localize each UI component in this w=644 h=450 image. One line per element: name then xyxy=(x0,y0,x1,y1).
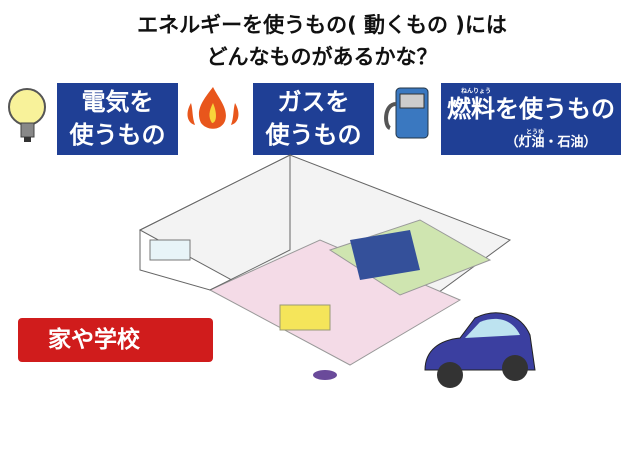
category-fuel: ねんりょう 燃料を使うもの とうゆ （灯油・石油） xyxy=(441,83,621,155)
ruby-touyu: とうゆ xyxy=(526,129,545,136)
category-line: 使うもの xyxy=(265,121,362,149)
lightbulb-icon xyxy=(8,88,46,142)
fuel-pump-icon xyxy=(384,87,429,139)
scene-label: 家や学校 xyxy=(18,318,213,362)
flame-icon xyxy=(187,87,239,129)
category-label: 燃料を使うもの xyxy=(447,95,615,123)
title-line-2: どんなものがあるかな？ xyxy=(206,45,438,69)
category-line: 使うもの xyxy=(69,121,166,149)
category-gas: ガスを 使うもの xyxy=(253,83,374,155)
category-sub: （灯油・石油） xyxy=(505,135,597,150)
title-line-1: エネルギーを使うもの( 動くもの )には xyxy=(137,13,507,37)
category-line: ガスを xyxy=(277,88,350,116)
ruby-nenryou: ねんりょう xyxy=(461,88,492,95)
category-electricity: 電気を 使うもの xyxy=(57,83,178,155)
car-illustration xyxy=(424,312,536,388)
category-line: 電気を xyxy=(81,88,154,116)
house-illustration xyxy=(138,154,512,380)
